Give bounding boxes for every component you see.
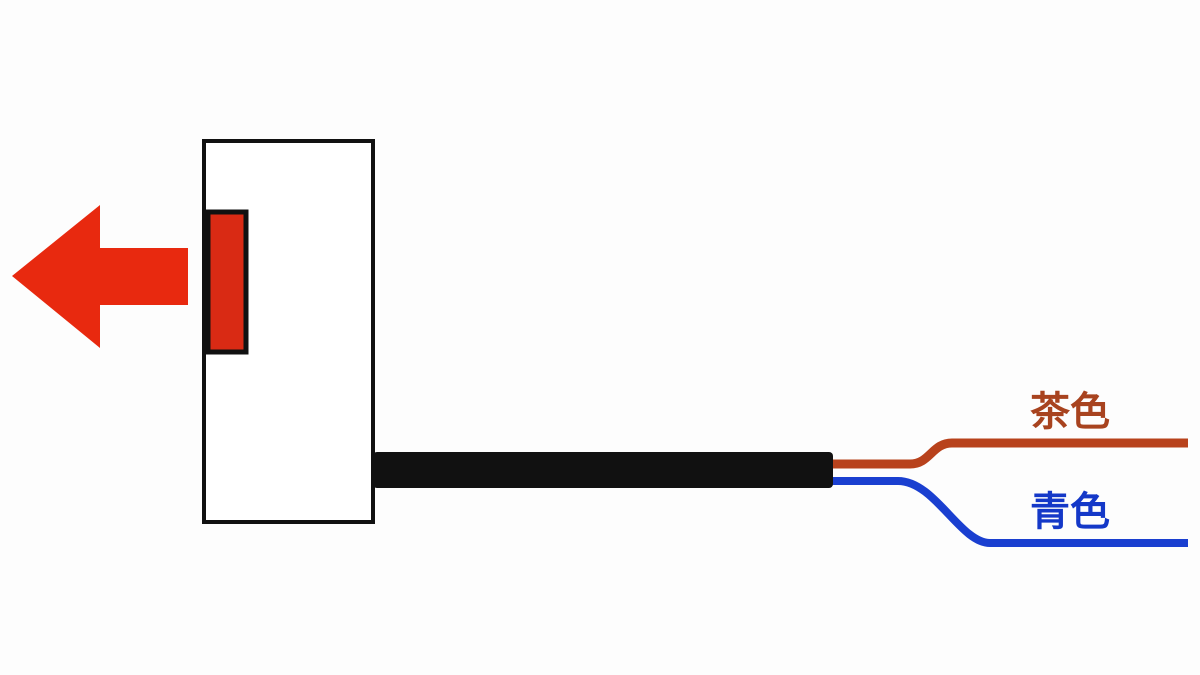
blue-wire-label: 青色 xyxy=(1030,489,1110,535)
blue-wire xyxy=(820,477,1188,547)
cable-sheath xyxy=(373,452,833,488)
actuator-button xyxy=(205,209,249,355)
brown-wire xyxy=(820,438,1188,469)
arrow-left-icon xyxy=(12,205,188,348)
brown-wire-label: 茶色 xyxy=(1030,389,1110,435)
